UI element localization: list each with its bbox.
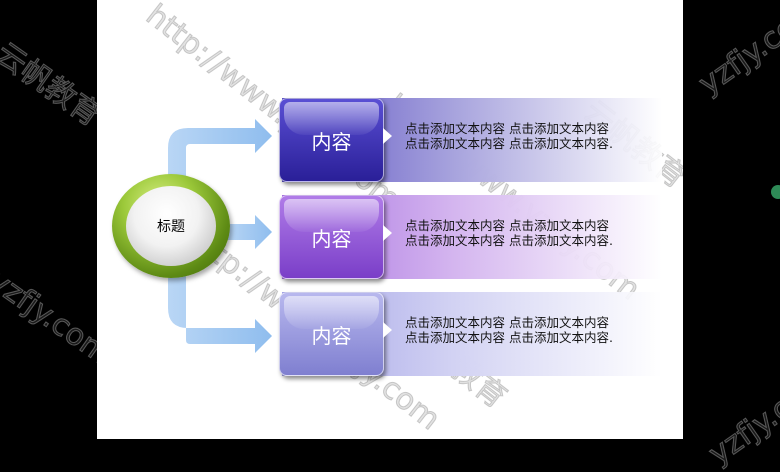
box-2-pointer bbox=[383, 225, 392, 241]
content-text-3: 点击添加文本内容 点击添加文本内容 点击添加文本内容 点击添加文本内容. bbox=[405, 315, 645, 345]
content-text-1-line2: 点击添加文本内容 点击添加文本内容. bbox=[405, 136, 613, 151]
content-box-2: 内容 bbox=[279, 195, 384, 279]
arrow-middle bbox=[226, 215, 272, 249]
content-box-2-label: 内容 bbox=[311, 226, 352, 251]
arrow-top bbox=[168, 119, 272, 178]
box-1-pointer bbox=[383, 128, 392, 144]
connector-arrows bbox=[168, 119, 272, 353]
title-label: 标题 bbox=[157, 219, 185, 235]
content-box-1-label: 内容 bbox=[311, 129, 352, 154]
content-text-2-line2: 点击添加文本内容 点击添加文本内容. bbox=[405, 233, 613, 248]
content-text-1-line1: 点击添加文本内容 点击添加文本内容 bbox=[405, 121, 609, 136]
green-dot-indicator bbox=[771, 185, 780, 199]
title-circle: 标题 bbox=[126, 186, 216, 266]
content-text-2-line1: 点击添加文本内容 点击添加文本内容 bbox=[405, 218, 609, 233]
box-3-pointer bbox=[383, 322, 392, 338]
content-box-1: 内容 bbox=[279, 98, 384, 182]
content-text-3-line2: 点击添加文本内容 点击添加文本内容. bbox=[405, 330, 613, 345]
content-text-2: 点击添加文本内容 点击添加文本内容 点击添加文本内容 点击添加文本内容. bbox=[405, 218, 645, 248]
content-text-1: 点击添加文本内容 点击添加文本内容 点击添加文本内容 点击添加文本内容. bbox=[405, 121, 645, 151]
content-text-3-line1: 点击添加文本内容 点击添加文本内容 bbox=[405, 315, 609, 330]
content-box-3-label: 内容 bbox=[311, 323, 352, 348]
arrow-bottom bbox=[168, 275, 272, 353]
content-box-3: 内容 bbox=[279, 292, 384, 376]
